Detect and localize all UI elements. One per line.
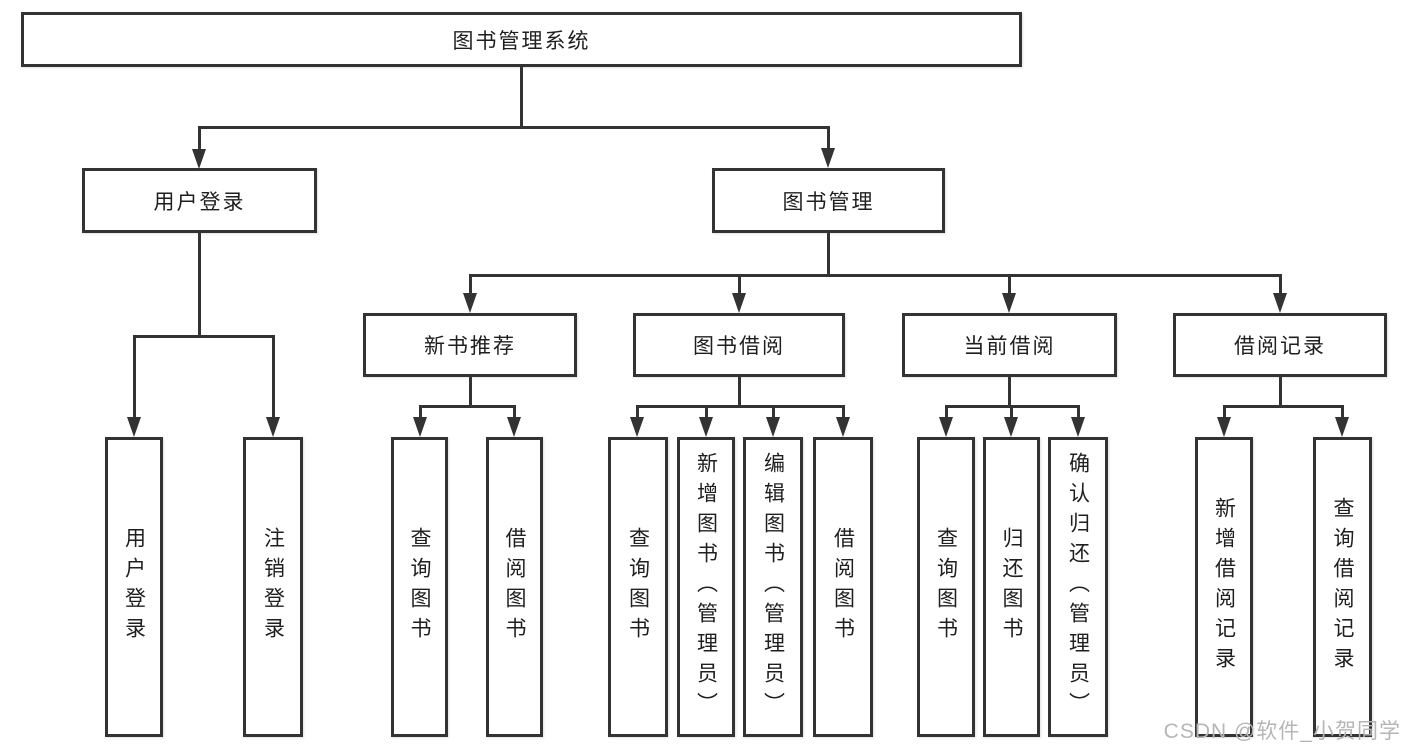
connector-line — [197, 233, 201, 337]
arrowhead-icon — [192, 149, 206, 169]
arrowhead-icon — [836, 417, 850, 437]
connector-line — [1007, 377, 1011, 407]
connector-line — [519, 67, 523, 128]
arrowhead-icon — [1217, 417, 1231, 437]
leaf-confirm-return-admin: 确认归还（管理员） — [1048, 437, 1108, 737]
node-label: 图书管理 — [782, 190, 875, 214]
connector-line — [197, 125, 830, 129]
node-borrow-records: 借阅记录 — [1173, 313, 1387, 377]
connector-line — [944, 406, 948, 420]
arrowhead-icon — [507, 417, 521, 437]
connector-line — [197, 127, 201, 151]
leaf-borrow-book-recommend: 借阅图书 — [486, 437, 543, 737]
connector-line — [1278, 377, 1282, 407]
arrowhead-icon — [699, 417, 713, 437]
arrowhead-icon — [766, 417, 780, 437]
connector-line — [1007, 275, 1011, 297]
connector-line — [418, 404, 516, 408]
node-root: 图书管理系统 — [21, 12, 1022, 67]
node-book-management: 图书管理 — [712, 168, 945, 233]
arrowhead-icon — [1004, 417, 1018, 437]
arrowhead-icon — [630, 417, 644, 437]
leaf-label: 查询借阅记录 — [1331, 497, 1354, 677]
arrowhead-icon — [1335, 417, 1349, 437]
leaf-label: 新增图书（管理员） — [694, 452, 718, 722]
leaf-query-book-recommend: 查询图书 — [391, 437, 448, 737]
connector-line — [418, 406, 422, 420]
node-book-borrow: 图书借阅 — [633, 313, 845, 377]
leaf-label: 借阅图书 — [503, 527, 526, 647]
connector-line — [1222, 406, 1226, 420]
connector-line — [1009, 406, 1013, 420]
node-new-book-recommend: 新书推荐 — [363, 313, 577, 377]
leaf-label: 查询图书 — [408, 527, 431, 647]
arrowhead-icon — [266, 417, 280, 437]
arrowhead-icon — [732, 293, 746, 313]
connector-line — [512, 406, 516, 420]
node-label: 用户登录 — [153, 190, 246, 214]
leaf-add-book-admin: 新增图书（管理员） — [677, 437, 735, 737]
leaf-label: 归还图书 — [1000, 527, 1023, 647]
node-label: 图书借阅 — [693, 335, 785, 358]
node-label: 新书推荐 — [424, 335, 516, 358]
leaf-query-book-borrow: 查询图书 — [608, 437, 668, 737]
leaf-label: 注销登录 — [261, 527, 285, 647]
leaf-label: 借阅图书 — [831, 527, 855, 647]
connector-line — [1341, 406, 1344, 420]
watermark: CSDN @软件_小贺同学 — [1163, 720, 1401, 743]
connector-line — [704, 406, 708, 420]
connector-line — [635, 404, 845, 408]
leaf-edit-book-admin: 编辑图书（管理员） — [743, 437, 803, 737]
leaf-label: 查询图书 — [626, 527, 650, 647]
arrowhead-icon — [1002, 293, 1016, 313]
connector-line — [826, 233, 830, 277]
leaf-return-book: 归还图书 — [983, 437, 1040, 737]
connector-line — [132, 336, 136, 420]
node-label: 当前借阅 — [963, 335, 1056, 358]
leaf-label: 确认归还（管理员） — [1066, 452, 1090, 722]
node-label: 借阅记录 — [1234, 335, 1326, 358]
arrowhead-icon — [463, 293, 477, 313]
connector-line — [635, 406, 639, 420]
connector-line — [468, 275, 472, 297]
node-current-borrow: 当前借阅 — [902, 313, 1117, 377]
arrowhead-icon — [1273, 293, 1287, 313]
connector-line — [1222, 404, 1344, 408]
leaf-label: 编辑图书（管理员） — [761, 452, 785, 722]
leaf-add-borrow-record: 新增借阅记录 — [1195, 437, 1253, 737]
leaf-user-login: 用户登录 — [105, 437, 163, 737]
leaf-query-borrow-record: 查询借阅记录 — [1313, 437, 1372, 737]
leaf-borrow-book: 借阅图书 — [813, 437, 873, 737]
connector-line — [737, 275, 741, 297]
arrowhead-icon — [939, 417, 953, 437]
leaf-label: 用户登录 — [122, 527, 146, 647]
leaf-query-book-current: 查询图书 — [917, 437, 975, 737]
node-label: 图书管理系统 — [452, 29, 591, 53]
connector-line — [841, 406, 845, 420]
node-user-login: 用户登录 — [82, 168, 317, 233]
connector-line — [132, 334, 275, 338]
leaf-label: 查询图书 — [934, 527, 958, 647]
connector-line — [468, 377, 472, 407]
leaf-logout: 注销登录 — [243, 437, 303, 737]
connector-line — [271, 336, 275, 420]
connector-line — [1076, 406, 1080, 420]
connector-line — [826, 127, 830, 151]
connector-line — [771, 406, 775, 420]
leaf-label: 新增借阅记录 — [1212, 497, 1236, 677]
arrowhead-icon — [127, 417, 141, 437]
connector-line — [468, 273, 1282, 277]
connector-line — [737, 377, 741, 407]
arrowhead-icon — [413, 417, 427, 437]
connector-line — [1278, 275, 1282, 297]
arrowhead-icon — [1071, 417, 1085, 437]
arrowhead-icon — [821, 148, 835, 168]
